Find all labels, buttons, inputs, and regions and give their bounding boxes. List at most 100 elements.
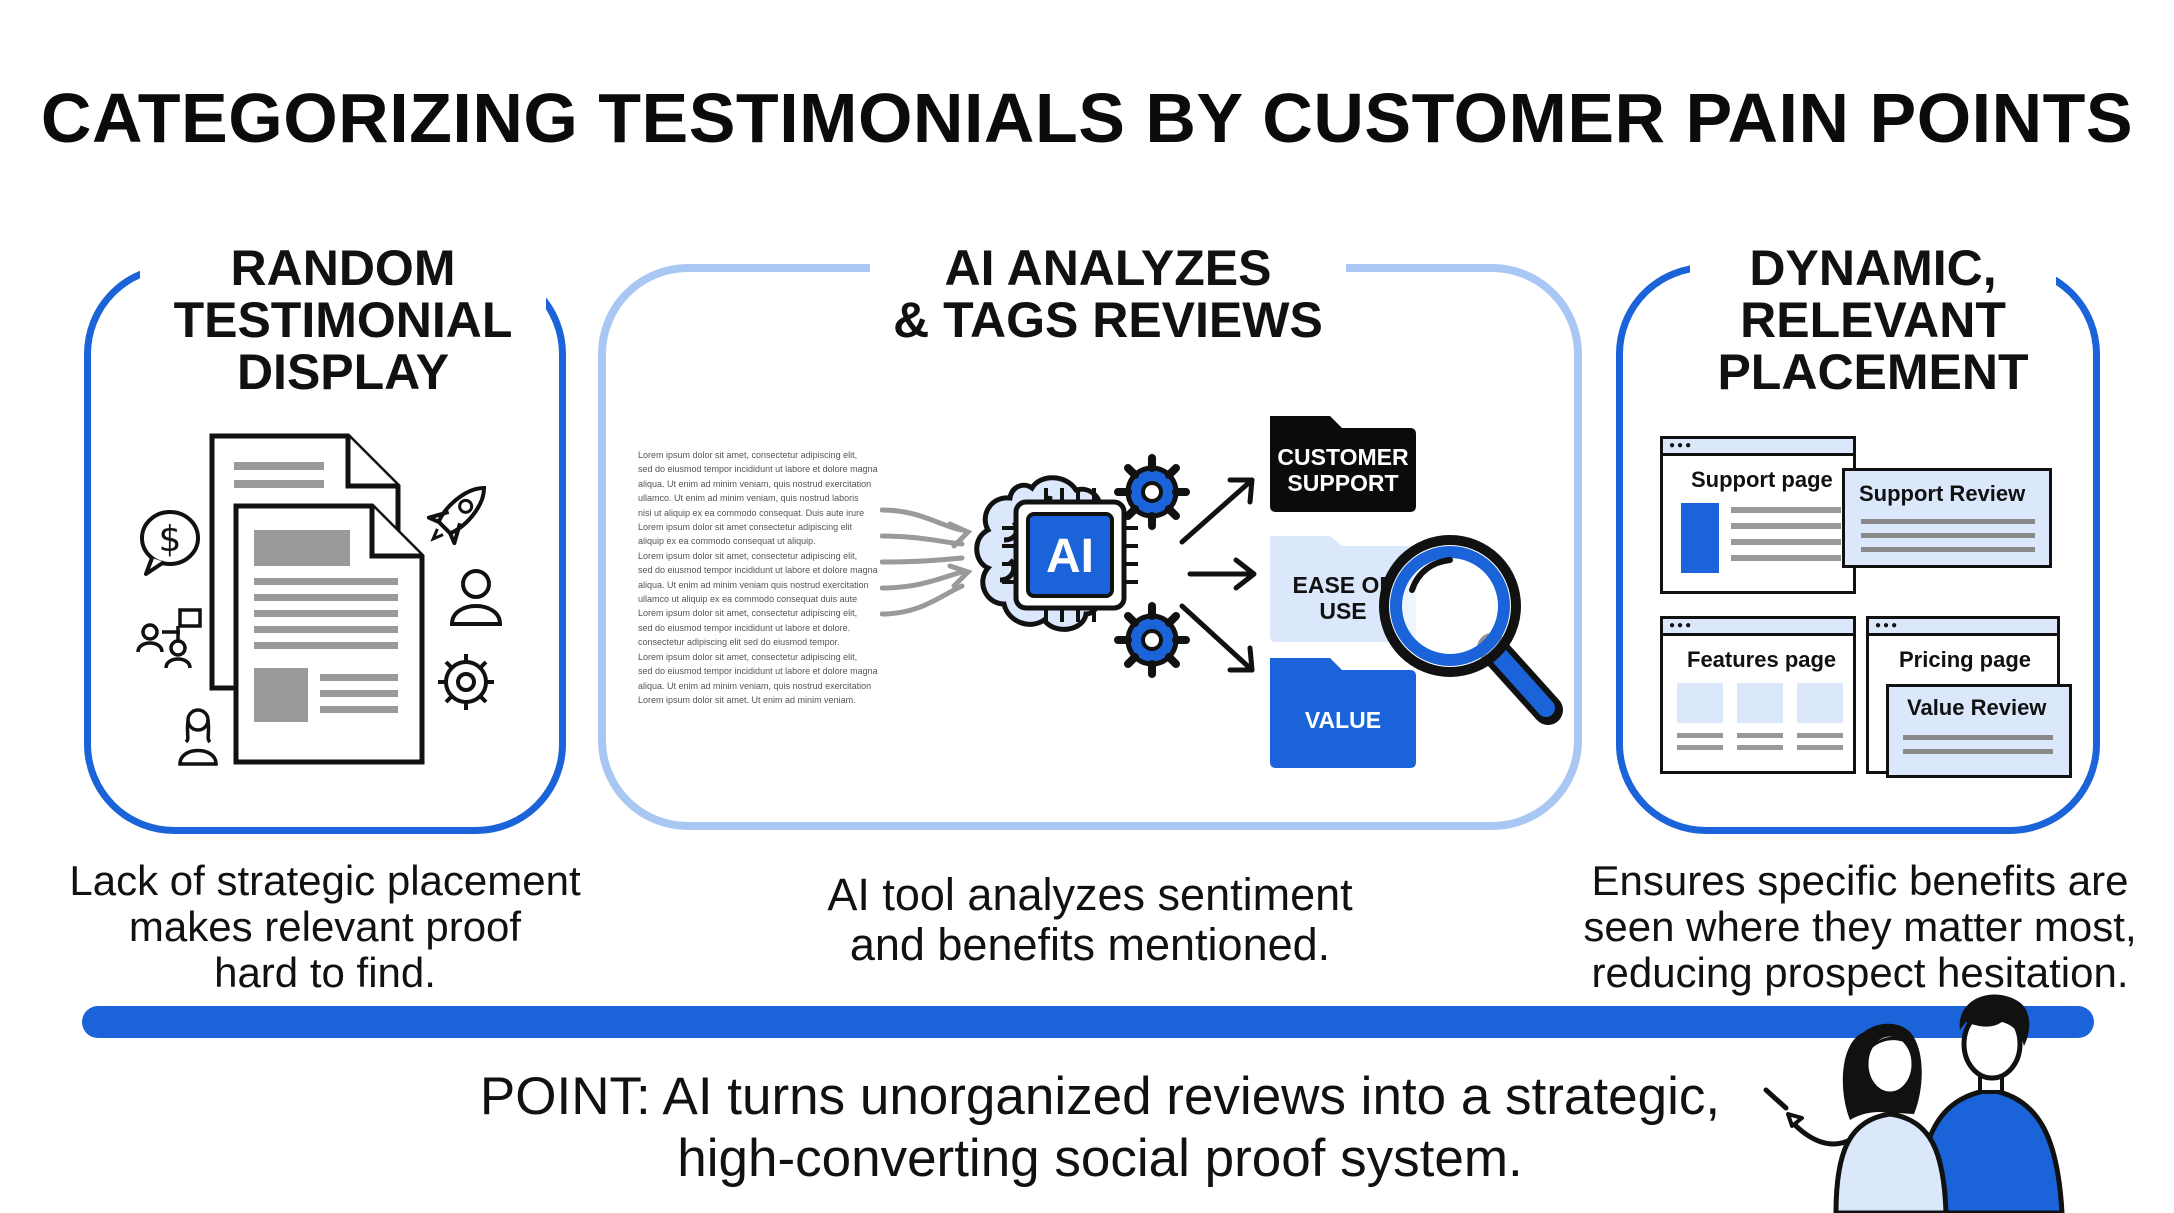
folder-ease-of-use (1270, 536, 1416, 642)
text-line (1903, 735, 2053, 740)
support-page-image (1681, 503, 1719, 573)
lorem-line: aliqua. Ut enim ad minim veniam, quis no… (638, 680, 872, 691)
desc-line: reducing prospect hesitation. (1591, 949, 2129, 996)
scattered-documents-illustration: $ (136, 433, 503, 766)
lorem-line: sed do eiusmod tempor incididunt ut labo… (638, 666, 878, 677)
team-network-icon (136, 608, 202, 669)
lorem-line: Lorem ipsum dolor sit amet, consectetur … (638, 550, 858, 561)
features-page-label: Features page (1687, 647, 1837, 672)
text-line (1731, 507, 1841, 513)
lorem-line: Lorem ipsum dolor sit amet consectetur a… (638, 522, 853, 533)
lorem-line: sed do eiusmod tempor incididunt ut labo… (638, 622, 851, 633)
magnifying-glass-icon (1379, 535, 1563, 725)
lorem-line: ullamco ut aliquip ex ea commodo consequ… (638, 594, 858, 605)
panel-title-line: AI ANALYZES (944, 240, 1272, 296)
text-line (1797, 733, 1843, 738)
text-line (1861, 519, 2035, 524)
page-title: CATEGORIZING TESTIMONIALS BY CUSTOMER PA… (40, 79, 2134, 157)
lorem-line: sed do eiusmod tempor incididunt ut labo… (638, 464, 878, 475)
gear-icon (1114, 602, 1190, 678)
features-page-window: ●●● Features page (1660, 616, 1856, 774)
person-avatar-icon (178, 708, 218, 766)
user-icon (449, 569, 503, 626)
folder-label-ease-of-use: EASE OF USE (1270, 572, 1416, 624)
text-line (1797, 745, 1843, 750)
panel-title-line: RELEVANT (1740, 292, 2006, 348)
panel-title-line: PLACEMENT (1717, 344, 2029, 400)
lorem-line: consectetur adipiscing elit sed do eiusm… (638, 637, 840, 648)
value-review-card: Value Review (1886, 684, 2072, 778)
lorem-line: ullamco. Ut enim ad minim veniam, quis n… (638, 493, 859, 504)
support-review-card: Support Review (1842, 468, 2052, 568)
text-line (1861, 533, 2035, 538)
rocket-icon (426, 485, 487, 546)
svg-text:$: $ (159, 519, 182, 560)
ai-analysis-illustration: AI (880, 416, 1416, 768)
ai-chip-icon: AI (1002, 488, 1138, 622)
man-figure (1915, 994, 2065, 1213)
panel-title-line: RANDOM (230, 240, 456, 296)
lorem-line: aliqua. Ut enim ad minim veniam, quis no… (638, 478, 872, 489)
text-line (1737, 733, 1783, 738)
lorem-line: Lorem ipsum dolor sit amet, consectetur … (638, 608, 858, 619)
point-line: POINT: AI turns unorganized reviews into… (479, 1067, 1721, 1126)
window-dots-icon: ●●● (1875, 620, 1900, 631)
ai-chip-label: AI (1046, 530, 1094, 583)
feature-tile (1797, 683, 1843, 723)
folder-label-line: SUPPORT (1287, 470, 1399, 496)
flow-arrows-icon (880, 507, 973, 617)
desc-line: Ensures specific benefits are (1591, 857, 2129, 904)
window-titlebar: ●●● (1663, 439, 1853, 456)
text-line (1677, 733, 1723, 738)
folder-label-line: USE (1319, 598, 1367, 624)
text-line (1677, 745, 1723, 750)
folder-label-line: CUSTOMER (1277, 444, 1409, 470)
support-page-window: ●●● Support page (1660, 436, 1856, 594)
lorem-line: aliqua. Ut enim ad minim veniam quis nos… (638, 579, 869, 590)
lorem-line: aliquip ex ea commodo consequat ut aliqu… (638, 536, 816, 547)
unstructured-review-text: Lorem ipsum dolor sit amet, consectetur … (638, 448, 884, 707)
lorem-line: Lorem ipsum dolor sit amet, consectetur … (638, 651, 858, 662)
people-pointing-illustration (1763, 994, 2065, 1213)
folder-label-line: EASE OF (1292, 572, 1394, 598)
lorem-line: Lorem ipsum dolor sit amet. Ut enim ad m… (638, 694, 856, 705)
text-line (1861, 547, 2035, 552)
feature-tile (1737, 683, 1783, 723)
value-review-label: Value Review (1907, 695, 2047, 720)
panel-title-line: DYNAMIC, (1749, 240, 1997, 296)
gear-icon (1114, 454, 1190, 530)
support-page-label: Support page (1691, 467, 1833, 492)
folder-value (1270, 658, 1416, 768)
document-icon (233, 503, 425, 765)
desc-line: Lack of strategic placement (69, 857, 581, 904)
text-line (1903, 749, 2053, 754)
panel-desc-dynamic-placement: Ensures specific benefits are seen where… (1560, 858, 2160, 996)
text-line (1731, 539, 1841, 545)
point-line: high-converting social proof system. (677, 1129, 1523, 1188)
desc-line: seen where they matter most, (1583, 903, 2137, 950)
woman-figure (1763, 1023, 1949, 1213)
folder-label-value: VALUE (1304, 707, 1382, 733)
window-titlebar: ●●● (1869, 619, 2057, 636)
lorem-line: sed do eiusmod tempor incididunt ut labo… (638, 565, 878, 576)
support-review-label: Support Review (1859, 481, 2026, 506)
panel-title-line: DISPLAY (236, 344, 450, 400)
desc-line: makes relevant proof (128, 903, 522, 950)
desc-line: and benefits mentioned. (849, 919, 1331, 970)
text-line (1737, 745, 1783, 750)
branch-arrows-icon (1179, 477, 1257, 673)
lorem-line: nisi ut aliquip ex ea commodo consequat.… (638, 507, 865, 518)
folder-customer-support (1270, 416, 1416, 512)
folder-label-customer-support: CUSTOMER SUPPORT (1270, 444, 1416, 496)
panel-title-random-display: RANDOM TESTIMONIAL DISPLAY (140, 242, 546, 398)
text-line (1731, 523, 1841, 529)
text-line (1731, 555, 1841, 561)
panel-title-dynamic-placement: DYNAMIC, RELEVANT PLACEMENT (1690, 242, 2056, 398)
divider-bar (82, 1006, 2094, 1038)
panel-title-ai-analyzes: AI ANALYZES & TAGS REVIEWS (870, 242, 1346, 346)
panel-desc-random-display: Lack of strategic placement makes releva… (40, 858, 610, 996)
window-dots-icon: ●●● (1669, 440, 1694, 451)
desc-line: AI tool analyzes sentiment (827, 869, 1353, 920)
panel-title-line: TESTIMONIAL (173, 292, 513, 348)
point-statement: POINT: AI turns unorganized reviews into… (300, 1066, 1900, 1190)
